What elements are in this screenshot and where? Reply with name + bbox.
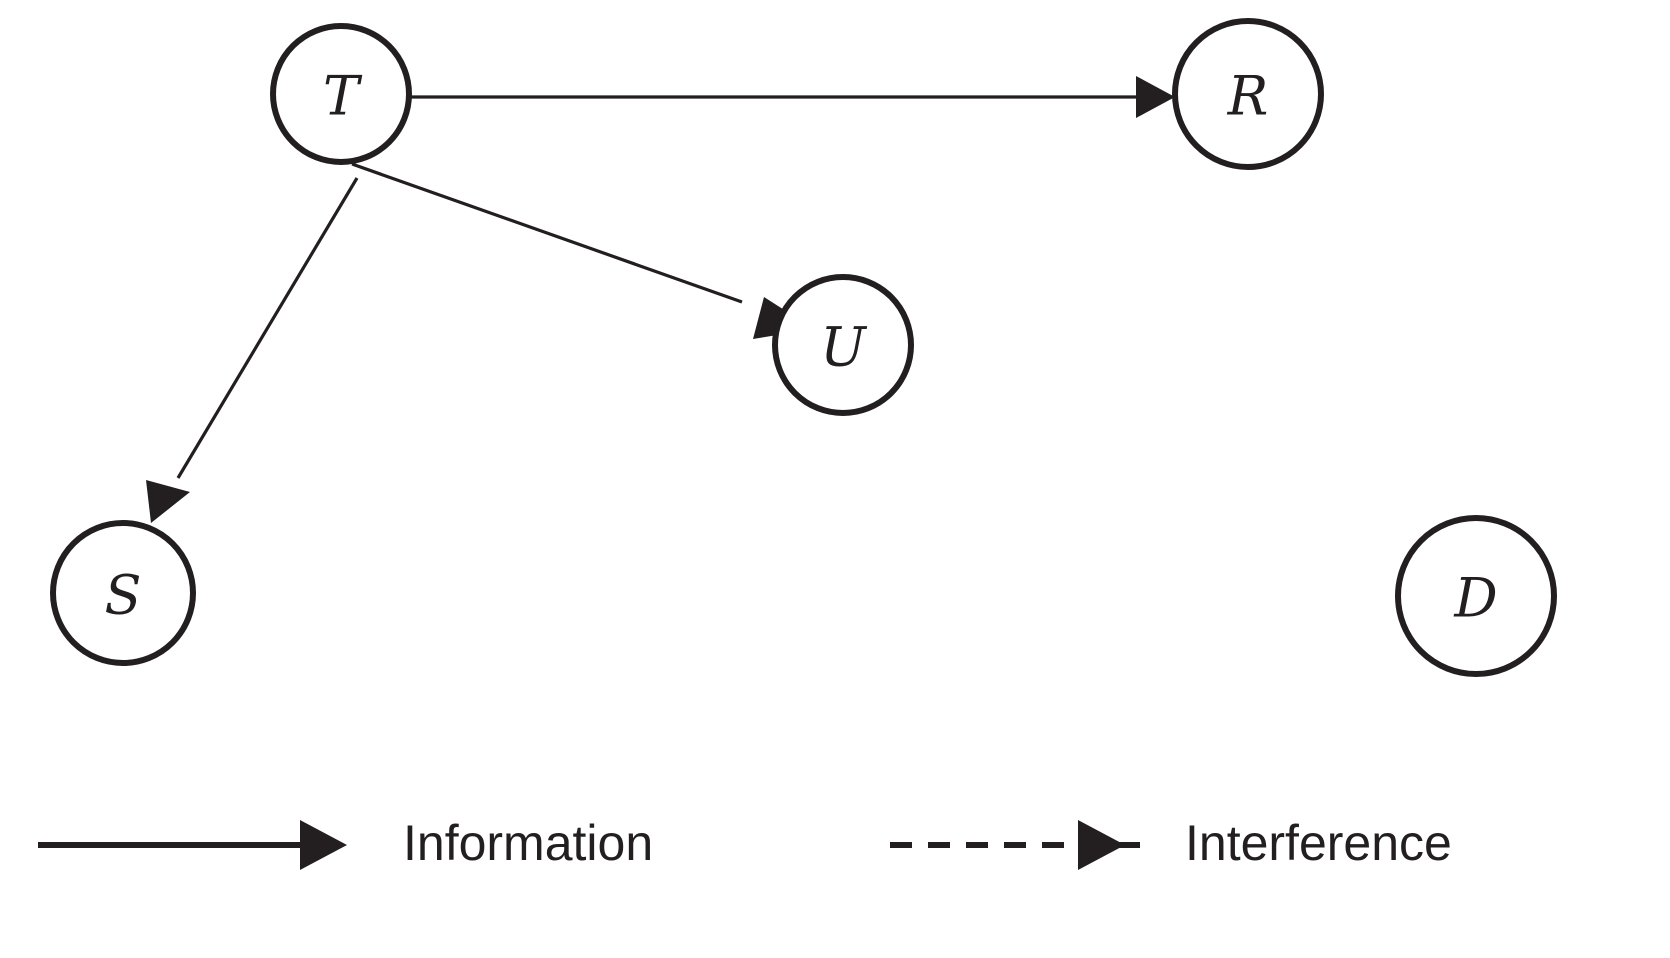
legend-group [38,820,1140,870]
node-d-circle [1395,515,1557,677]
legend-label-interference: Interference [1185,815,1452,871]
edge-t-to-s-line [176,177,359,479]
node-u-label: U [820,316,867,379]
node-t-circle [270,23,412,165]
edge-t-to-s[interactable] [146,177,359,523]
edge-t-to-u-line [351,162,743,304]
node-r-label: R [1227,65,1269,128]
node-u-circle [772,274,914,416]
legend-information-arrow-icon [38,820,347,870]
edge-t-to-u[interactable] [351,162,814,339]
node-s[interactable]: S [50,520,196,666]
legend-information-arrowhead [300,820,347,870]
node-t[interactable]: T [270,23,412,165]
node-s-label: S [105,564,142,627]
node-s-circle [50,520,196,666]
node-r[interactable]: R [1172,18,1324,170]
node-d-label: D [1453,567,1497,630]
legend-interference-arrowhead [1078,820,1125,870]
legend-label-information: Information [403,815,654,871]
legend-interference-arrow-icon [890,820,1140,870]
node-d[interactable]: D [1395,515,1557,677]
edge-t-to-r[interactable] [410,76,1175,118]
node-group: T R U S D [50,18,1557,677]
node-r-circle [1172,18,1324,170]
node-t-label: T [323,65,363,128]
node-u[interactable]: U [772,274,914,416]
edge-t-to-s-arrowhead [146,480,190,523]
edge-t-to-r-arrowhead [1136,76,1175,118]
